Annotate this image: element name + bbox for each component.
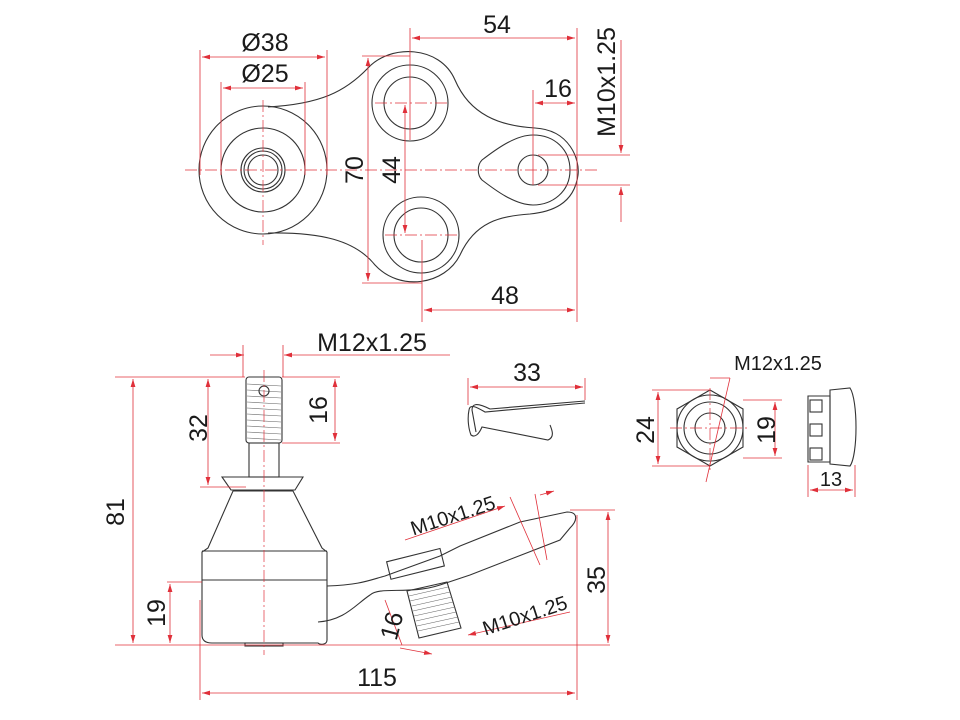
side-view: M12x1.25 81 32 16 19 115 35 M10x1.25 M10… (102, 329, 615, 700)
dim-overall-length-115: 115 (357, 664, 397, 692)
castle-nut: M12x1.25 24 19 (632, 353, 822, 483)
dim-arm-height-35: 35 (583, 566, 611, 594)
dim-total-height-81: 81 (102, 498, 130, 526)
dim-offset-16: 16 (544, 75, 572, 103)
side-view-dimensions (115, 345, 615, 700)
dim-base-height-19: 19 (143, 599, 171, 627)
top-view: Ø38 Ø25 54 16 M10x1.25 70 44 48 (185, 11, 630, 322)
dim-inner-diameter: Ø25 (241, 60, 288, 88)
dim-nut-across-corners-24: 24 (632, 416, 660, 444)
top-view-centerlines (185, 100, 600, 245)
dim-spacing-44: 44 (378, 156, 406, 184)
dim-outer-diameter: Ø38 (241, 29, 288, 57)
dim-stud-length-32: 32 (185, 414, 213, 442)
dim-thread-right: M10x1.25 (593, 27, 621, 137)
dim-stud-thread: M12x1.25 (317, 329, 427, 357)
ball-joint-body (201, 370, 328, 655)
dim-nut-thread: M12x1.25 (734, 353, 822, 375)
castle-nut-side: 13 (807, 387, 857, 497)
dim-cotter-length-33: 33 (513, 359, 541, 387)
dim-offset-48: 48 (491, 282, 519, 310)
dim-arm-thread-lower: M10x1.25 (480, 592, 570, 640)
top-view-dimensions (199, 28, 630, 322)
dim-arm-thread-length-16: 16 (375, 609, 409, 643)
dim-hole-spacing-54: 54 (483, 11, 511, 39)
tie-rod-arm (317, 511, 577, 639)
dim-nut-across-flats-19: 19 (753, 416, 781, 444)
dim-height-70: 70 (341, 156, 369, 184)
dim-nut-height-13: 13 (820, 469, 842, 491)
dim-thread-length-16: 16 (305, 396, 333, 424)
cotter-pin: 33 (467, 359, 586, 441)
dim-arm-thread-upper: M10x1.25 (408, 492, 498, 540)
